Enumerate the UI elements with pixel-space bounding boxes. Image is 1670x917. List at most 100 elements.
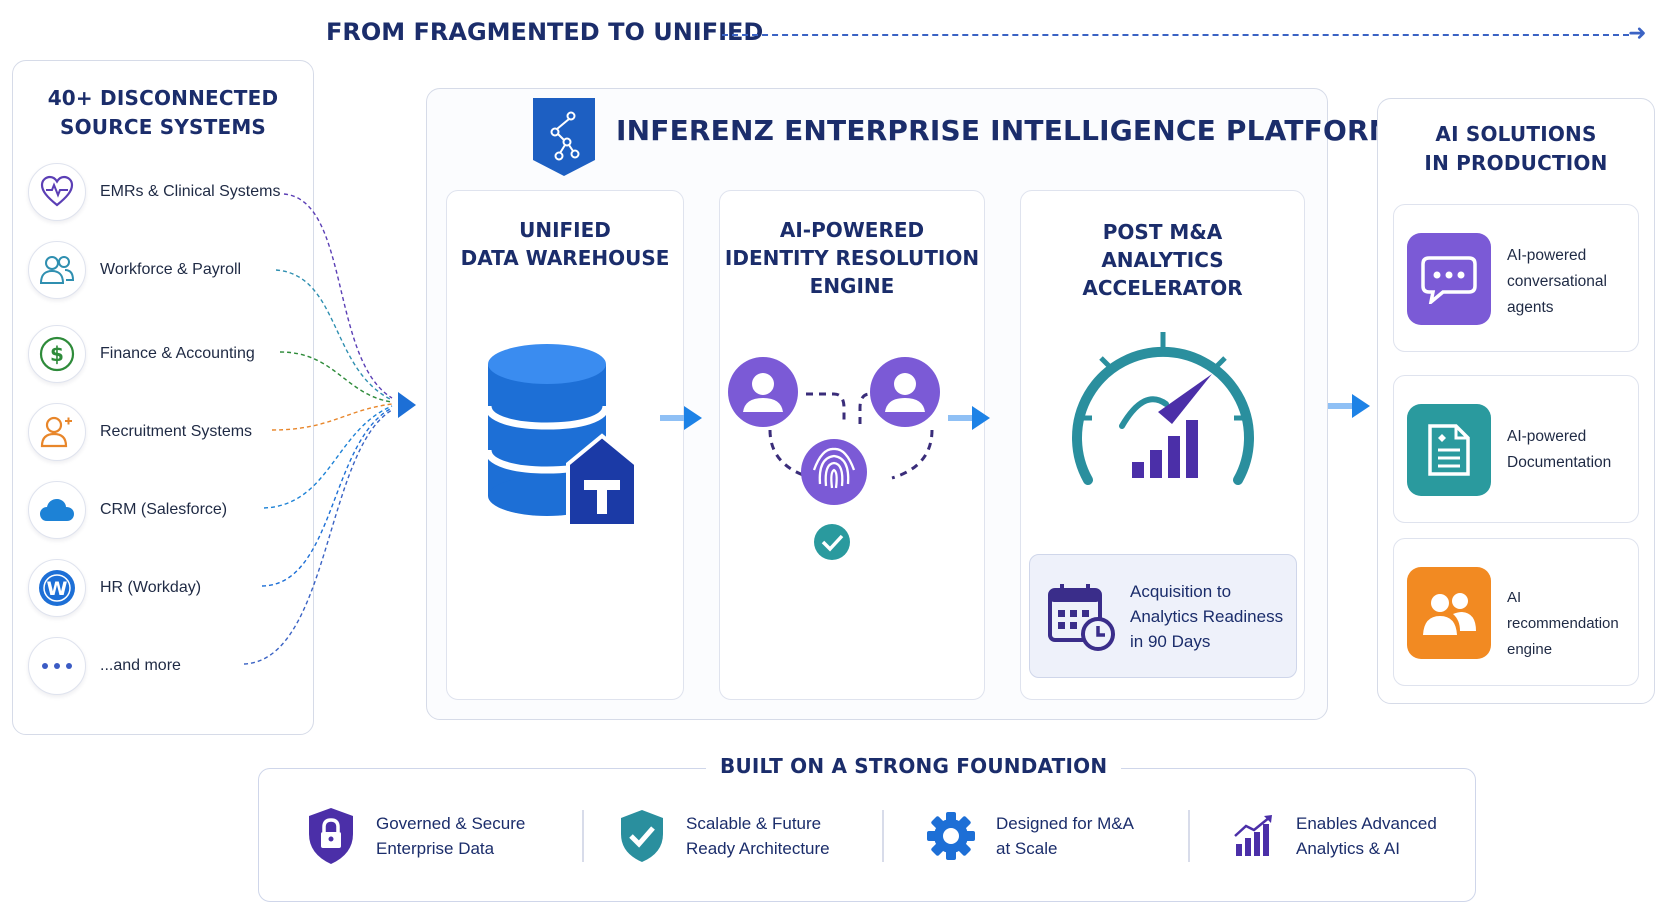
accelerator-title-line1: POST M&A [1102, 220, 1223, 244]
lock-shield-icon [309, 808, 353, 864]
connector-hr [261, 407, 393, 587]
growth-chart-icon [1234, 815, 1272, 856]
solutions-title-line1: AI SOLUTIONS [1435, 122, 1597, 146]
solution-label: AI-powered Documentation [1507, 424, 1637, 476]
source-title-line2: SOURCE SYSTEMS [59, 115, 267, 139]
accelerator-title: POST M&A ANALYTICS ACCELERATOR [1020, 218, 1305, 302]
svg-text:W: W [47, 578, 68, 600]
chat-bubble-icon [1407, 233, 1491, 325]
speedometer-icon [1072, 332, 1254, 485]
document-icon [1407, 404, 1491, 496]
connector-emr [283, 193, 393, 399]
accelerator-title-line2: ANALYTICS ACCELERATOR [1082, 248, 1243, 300]
source-label: CRM (Salesforce) [100, 501, 228, 518]
connector-crm [263, 405, 393, 509]
source-label: Finance & Accounting [100, 345, 255, 362]
foundation-label: Governed & Secure Enterprise Data [376, 811, 525, 861]
source-item-crm: CRM (Salesforce) [28, 480, 227, 540]
foundation-divider [582, 810, 584, 862]
source-label: Recruitment Systems [100, 423, 253, 440]
source-item-workforce: Workforce & Payroll [28, 240, 241, 300]
solution-card-agents: AI-powered conversational agents [1393, 204, 1639, 352]
dollar-icon: $ [28, 325, 86, 383]
connector-recruit [271, 403, 393, 431]
more-dots-icon [28, 637, 86, 695]
source-label: ...and more [100, 657, 181, 674]
readiness-line2: Analytics Readiness [1130, 607, 1284, 626]
recruit-user-icon [28, 403, 86, 461]
flow-arrow-icon [1328, 394, 1370, 418]
solution-card-recommendation: AI recommendation engine [1393, 538, 1639, 686]
network-shield-icon [533, 98, 595, 176]
foundation-divider [1188, 810, 1190, 862]
readiness-text: Acquisition to Analytics Readiness in 90… [1130, 579, 1295, 654]
solution-label: AI recommendation engine [1507, 585, 1637, 663]
ai-solutions-title: AI SOLUTIONS IN PRODUCTION [1377, 120, 1655, 178]
solution-label-line: engine [1507, 641, 1553, 658]
cloud-icon [28, 481, 86, 539]
source-item-recruitment: Recruitment Systems [28, 402, 252, 462]
users-icon [28, 241, 86, 299]
calendar-clock-icon [1048, 584, 1115, 651]
connector-more [243, 409, 393, 665]
solution-label-line: Documentation [1507, 454, 1612, 471]
warehouse-title-line2: DATA WAREHOUSE [460, 246, 670, 270]
source-label: EMRs & Clinical Systems [100, 183, 281, 200]
gear-icon [927, 812, 975, 860]
foundation-item-analytics: Enables Advanced Analytics & AI [1232, 800, 1437, 872]
readiness-line1: Acquisition to [1130, 582, 1232, 601]
foundation-label-line: Enables Advanced [1296, 814, 1437, 833]
solution-label-line: AI-powered [1507, 247, 1587, 264]
solution-card-documentation: AI-powered Documentation [1393, 375, 1639, 523]
solution-label-line: AI-powered [1507, 428, 1587, 445]
foundation-item-secure: Governed & Secure Enterprise Data [306, 800, 525, 872]
workday-w-icon: W [28, 559, 86, 617]
flow-arrow-icon [660, 406, 702, 430]
foundation-divider [882, 810, 884, 862]
arrow-right-icon: ➜ [1628, 20, 1647, 45]
source-label: Workforce & Payroll [100, 261, 242, 278]
warehouse-title: UNIFIED DATA WAREHOUSE [446, 216, 684, 272]
banner-title: FROM FRAGMENTED TO UNIFIED [326, 18, 764, 46]
solution-label-line: agents [1507, 299, 1554, 316]
identity-title-line3: ENGINE [809, 274, 895, 298]
solution-label: AI-powered conversational agents [1507, 243, 1637, 321]
foundation-label: Enables Advanced Analytics & AI [1296, 811, 1437, 861]
warehouse-title-line1: UNIFIED [519, 218, 611, 242]
foundation-label-line: Governed & Secure [376, 814, 526, 833]
connector-finance [279, 351, 393, 403]
foundation-label: Designed for M&A at Scale [996, 811, 1134, 861]
source-systems-title: 40+ DISCONNECTED SOURCE SYSTEMS [12, 84, 314, 142]
database-warehouse-icon [484, 344, 638, 528]
identity-title-line1: AI-POWERED [779, 218, 925, 242]
banner-dashed-line [722, 34, 1629, 36]
source-item-emr: EMRs & Clinical Systems [28, 162, 280, 222]
source-title-line1: 40+ DISCONNECTED [47, 86, 279, 110]
source-label: HR (Workday) [100, 579, 202, 596]
source-item-finance: $ Finance & Accounting [28, 324, 255, 384]
foundation-label-line: at Scale [996, 839, 1058, 858]
solution-label-line: conversational [1507, 273, 1607, 290]
merge-arrow-head [398, 392, 416, 418]
solution-label-line: AI recommendation [1507, 589, 1619, 632]
foundation-label: Scalable & Future Ready Architecture [686, 811, 830, 861]
solutions-title-line2: IN PRODUCTION [1424, 151, 1608, 175]
foundation-item-ma-scale: Designed for M&A at Scale [926, 800, 1134, 872]
foundation-item-scalable: Scalable & Future Ready Architecture [618, 800, 830, 872]
identity-title-line2: IDENTITY RESOLUTION [724, 246, 980, 270]
heart-pulse-icon [28, 163, 86, 221]
flow-arrow-icon [948, 406, 990, 430]
identity-fingerprint-icon [728, 357, 940, 560]
source-item-hr: W HR (Workday) [28, 558, 201, 618]
platform-title: INFERENZ ENTERPRISE INTELLIGENCE PLATFOR… [616, 114, 1397, 147]
identity-title: AI-POWERED IDENTITY RESOLUTION ENGINE [719, 216, 985, 300]
people-icon [1407, 567, 1491, 659]
check-shield-icon [621, 810, 663, 862]
foundation-label-line: Analytics & AI [1296, 839, 1400, 858]
svg-text:$: $ [50, 342, 64, 366]
source-item-more: ...and more [28, 636, 181, 696]
foundation-title: BUILT ON A STRONG FOUNDATION [706, 754, 1122, 778]
connector-workforce [275, 269, 393, 401]
foundation-label-line: Designed for M&A [996, 814, 1134, 833]
